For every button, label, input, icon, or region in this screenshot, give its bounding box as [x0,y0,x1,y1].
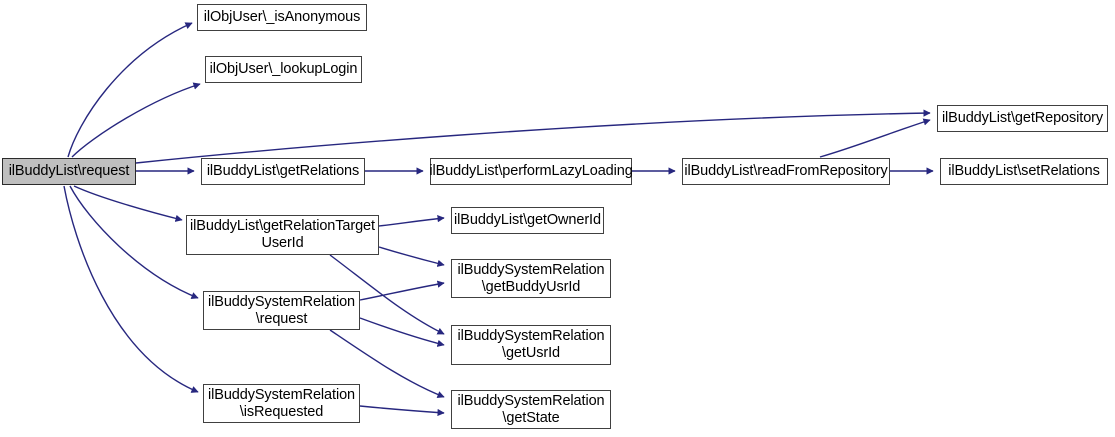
graph-node-getUsrId[interactable]: ilBuddySystemRelation \getUsrId [451,325,611,365]
graph-node-getOwnerId[interactable]: ilBuddyList\getOwnerId [451,207,604,234]
graph-node-label: ilBuddySystemRelation \getState [457,392,605,426]
graph-edge-getRelationTargetUserId-to-getOwnerId [378,215,445,227]
graph-node-label: ilBuddyList\readFromRepository [684,163,888,179]
graph-node-getRelations[interactable]: ilBuddyList\getRelations [201,158,365,185]
graph-edge-request-to-isRequested [63,185,199,393]
graph-edge-request-to-isAnonymous [67,22,193,158]
graph-node-label: ilObjUser\_isAnonymous [203,9,361,25]
graph-node-isRequested[interactable]: ilBuddySystemRelation \isRequested [203,384,360,423]
graph-node-request[interactable]: ilBuddyList\request [2,158,136,185]
graph-edge-request-to-getRelationTargetUserId [73,185,183,222]
graph-node-isAnonymous[interactable]: ilObjUser\_isAnonymous [197,4,367,31]
graph-node-label: ilBuddyList\performLazyLoading [429,163,633,179]
graph-node-label: ilBuddyList\getRepository [941,110,1104,126]
graph-node-getRepository[interactable]: ilBuddyList\getRepository [937,105,1108,132]
graph-node-label: ilObjUser\_lookupLogin [209,61,358,77]
graph-node-label: ilBuddyList\setRelations [948,163,1100,179]
graph-edge-request-to-relationRequest [69,185,199,299]
graph-edge-readFromRepository-to-getRepository [819,118,931,158]
graph-node-label: ilBuddyList\getRelationTarget UserId [190,218,375,251]
graph-node-label: ilBuddySystemRelation \getUsrId [457,328,605,361]
graph-edge-request-to-lookupLogin [71,82,201,158]
graph-node-label: ilBuddyList\getOwnerId [454,212,601,228]
graph-node-label: ilBuddySystemRelation \getBuddyUsrId [457,261,605,295]
graph-node-getState[interactable]: ilBuddySystemRelation \getState [451,390,611,429]
graph-node-label: ilBuddySystemRelation \isRequested [208,386,355,420]
graph-node-setRelations[interactable]: ilBuddyList\setRelations [940,158,1108,185]
graph-node-readFromRepository[interactable]: ilBuddyList\readFromRepository [682,158,890,185]
graph-node-label: ilBuddySystemRelation \request [208,293,355,327]
graph-edge-relationRequest-to-getUsrId [359,317,445,347]
graph-node-relationRequest[interactable]: ilBuddySystemRelation \request [203,291,360,330]
graph-node-getRelationTargetUserId[interactable]: ilBuddyList\getRelationTarget UserId [186,215,379,255]
graph-edge-relationRequest-to-getBuddyUsrId [359,280,445,301]
graph-edge-request-to-getRepository [135,109,931,164]
graph-node-label: ilBuddyList\request [8,163,130,179]
graph-node-performLazyLoading[interactable]: ilBuddyList\performLazyLoading [429,158,633,185]
graph-node-getBuddyUsrId[interactable]: ilBuddySystemRelation \getBuddyUsrId [451,259,611,298]
graph-edge-getRelationTargetUserId-to-getBuddyUsrId [378,246,445,267]
graph-node-lookupLogin[interactable]: ilObjUser\_lookupLogin [205,56,362,83]
graph-node-label: ilBuddyList\getRelations [206,163,360,179]
graph-edge-isRequested-to-getState [359,405,445,417]
